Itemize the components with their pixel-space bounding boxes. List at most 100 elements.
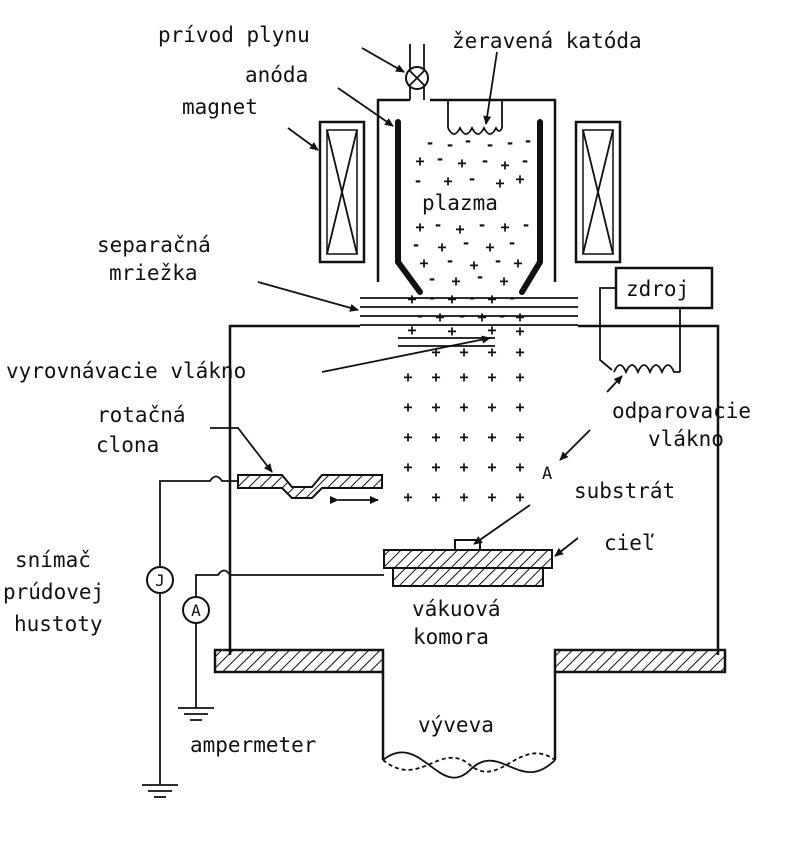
negative-charge-icon: - — [521, 216, 530, 234]
negative-charge-icon: - — [427, 289, 436, 307]
chamber-bottom-left-flange — [213, 648, 385, 674]
magnet-left — [318, 120, 366, 264]
label-gas-inlet: prívod plynu — [158, 23, 310, 47]
target-assembly — [383, 539, 553, 587]
label-separation-grid-2: mriežka — [109, 261, 198, 285]
positive-charge-icon: + — [515, 488, 524, 506]
separation-grid — [360, 297, 578, 326]
positive-charge-icon: + — [499, 272, 508, 290]
positive-charge-icon: + — [407, 290, 416, 308]
positive-charge-icon: + — [403, 458, 412, 476]
positive-charge-icon: + — [459, 398, 468, 416]
positive-charge-icon: + — [415, 152, 424, 170]
negative-charge-icon: - — [433, 216, 442, 234]
positive-charge-icon: + — [455, 220, 464, 238]
vacuum-chamber — [213, 324, 727, 674]
negative-charge-icon: - — [457, 307, 466, 325]
label-current-sensor-2: prúdovej — [3, 580, 104, 604]
positive-charge-icon: + — [459, 343, 468, 361]
label-rotary-shutter-1: rotačná — [97, 403, 186, 427]
label-separation-grid-1: separačná — [97, 233, 211, 257]
positive-charge-icon: + — [443, 172, 452, 190]
positive-charge-icon: + — [451, 272, 460, 290]
negative-charge-icon: - — [480, 152, 489, 170]
label-point-a: A — [542, 464, 552, 484]
negative-charge-icon: - — [493, 252, 502, 270]
positive-charge-icon: + — [485, 238, 494, 256]
positive-charge-icon: + — [515, 398, 524, 416]
positive-charge-icon: + — [487, 458, 496, 476]
label-target: cieľ — [604, 531, 655, 555]
meter-a-label: A — [191, 601, 201, 620]
label-current-sensor-1: snímač — [15, 548, 91, 572]
positive-charge-icon: + — [431, 488, 440, 506]
negative-charge-icon: - — [463, 132, 472, 150]
positive-charge-icon: + — [459, 458, 468, 476]
label-rotary-shutter-2: clona — [96, 433, 159, 457]
positive-charge-icon: + — [515, 458, 524, 476]
negative-charge-icon: - — [467, 289, 476, 307]
positive-charge-icon: + — [515, 170, 524, 188]
positive-charge-icon: + — [459, 428, 468, 446]
positive-charge-icon: + — [403, 488, 412, 506]
negative-charge-icon: - — [461, 234, 470, 252]
positive-charge-icon: + — [487, 398, 496, 416]
positive-charge-icon: + — [500, 156, 509, 174]
negative-charge-icon: - — [435, 150, 444, 168]
positive-charge-icon: + — [469, 256, 478, 274]
hot-cathode — [447, 100, 503, 135]
negative-charge-icon: - — [477, 216, 486, 234]
chamber-bottom-right-flange — [553, 648, 727, 674]
target — [383, 549, 553, 569]
label-pump: výveva — [418, 713, 494, 737]
positive-charge-icon: + — [407, 321, 416, 339]
power-source — [599, 266, 714, 372]
positive-charge-icon: + — [487, 290, 496, 308]
positive-charge-icon: + — [403, 428, 412, 446]
negative-charge-icon: - — [445, 252, 454, 270]
positive-charge-icon: + — [431, 428, 440, 446]
negative-charge-icon: - — [467, 170, 476, 188]
positive-charge-icon: + — [477, 308, 486, 326]
label-source: zdroj — [626, 277, 689, 301]
label-hot-cathode: žeravená katóda — [452, 29, 642, 53]
negative-charge-icon: - — [475, 268, 484, 286]
label-vacuum-chamber-1: vákuová — [412, 597, 501, 621]
label-evaporation-filament-1: odparovacie — [612, 399, 751, 423]
positive-charge-icon: + — [500, 218, 509, 236]
label-vacuum-chamber-2: komora — [413, 625, 489, 649]
label-ammeter: ampermeter — [190, 733, 316, 757]
positive-charge-icon: + — [515, 322, 524, 340]
negative-charge-icon: - — [445, 136, 454, 154]
ion-source — [376, 44, 557, 295]
label-plasma: plazma — [422, 191, 498, 215]
negative-charge-icon: - — [505, 134, 514, 152]
positive-charge-icon: + — [403, 398, 412, 416]
current-density-meter: J — [146, 566, 174, 594]
positive-charge-icon: + — [431, 343, 440, 361]
positive-charge-icon: + — [515, 428, 524, 446]
negative-charge-icon: - — [411, 236, 420, 254]
label-evaporation-filament-2: vlákno — [648, 427, 724, 451]
labels: prívod plynu žeravená katóda anóda magne… — [3, 23, 751, 757]
positive-charge-icon: + — [487, 368, 496, 386]
negative-charge-icon: - — [425, 134, 434, 152]
negative-charge-icon: - — [523, 132, 532, 150]
positive-charge-icon: + — [515, 308, 524, 326]
positive-charge-icon: + — [431, 398, 440, 416]
vacuum-pump — [381, 672, 557, 779]
positive-charge-icon: + — [431, 368, 440, 386]
positive-charge-icon: + — [437, 238, 446, 256]
negative-charge-icon: - — [413, 172, 422, 190]
negative-charge-icon: - — [520, 152, 529, 170]
negative-charge-icon: - — [427, 270, 436, 288]
ground-icon — [178, 707, 214, 721]
positive-charge-icon: + — [435, 308, 444, 326]
ground-icon — [142, 784, 178, 798]
target-holder — [392, 567, 544, 587]
positive-charge-icon: + — [487, 428, 496, 446]
positive-charge-icon: + — [487, 343, 496, 361]
negative-charge-icon: - — [485, 136, 494, 154]
rotary-shutter — [237, 474, 383, 504]
